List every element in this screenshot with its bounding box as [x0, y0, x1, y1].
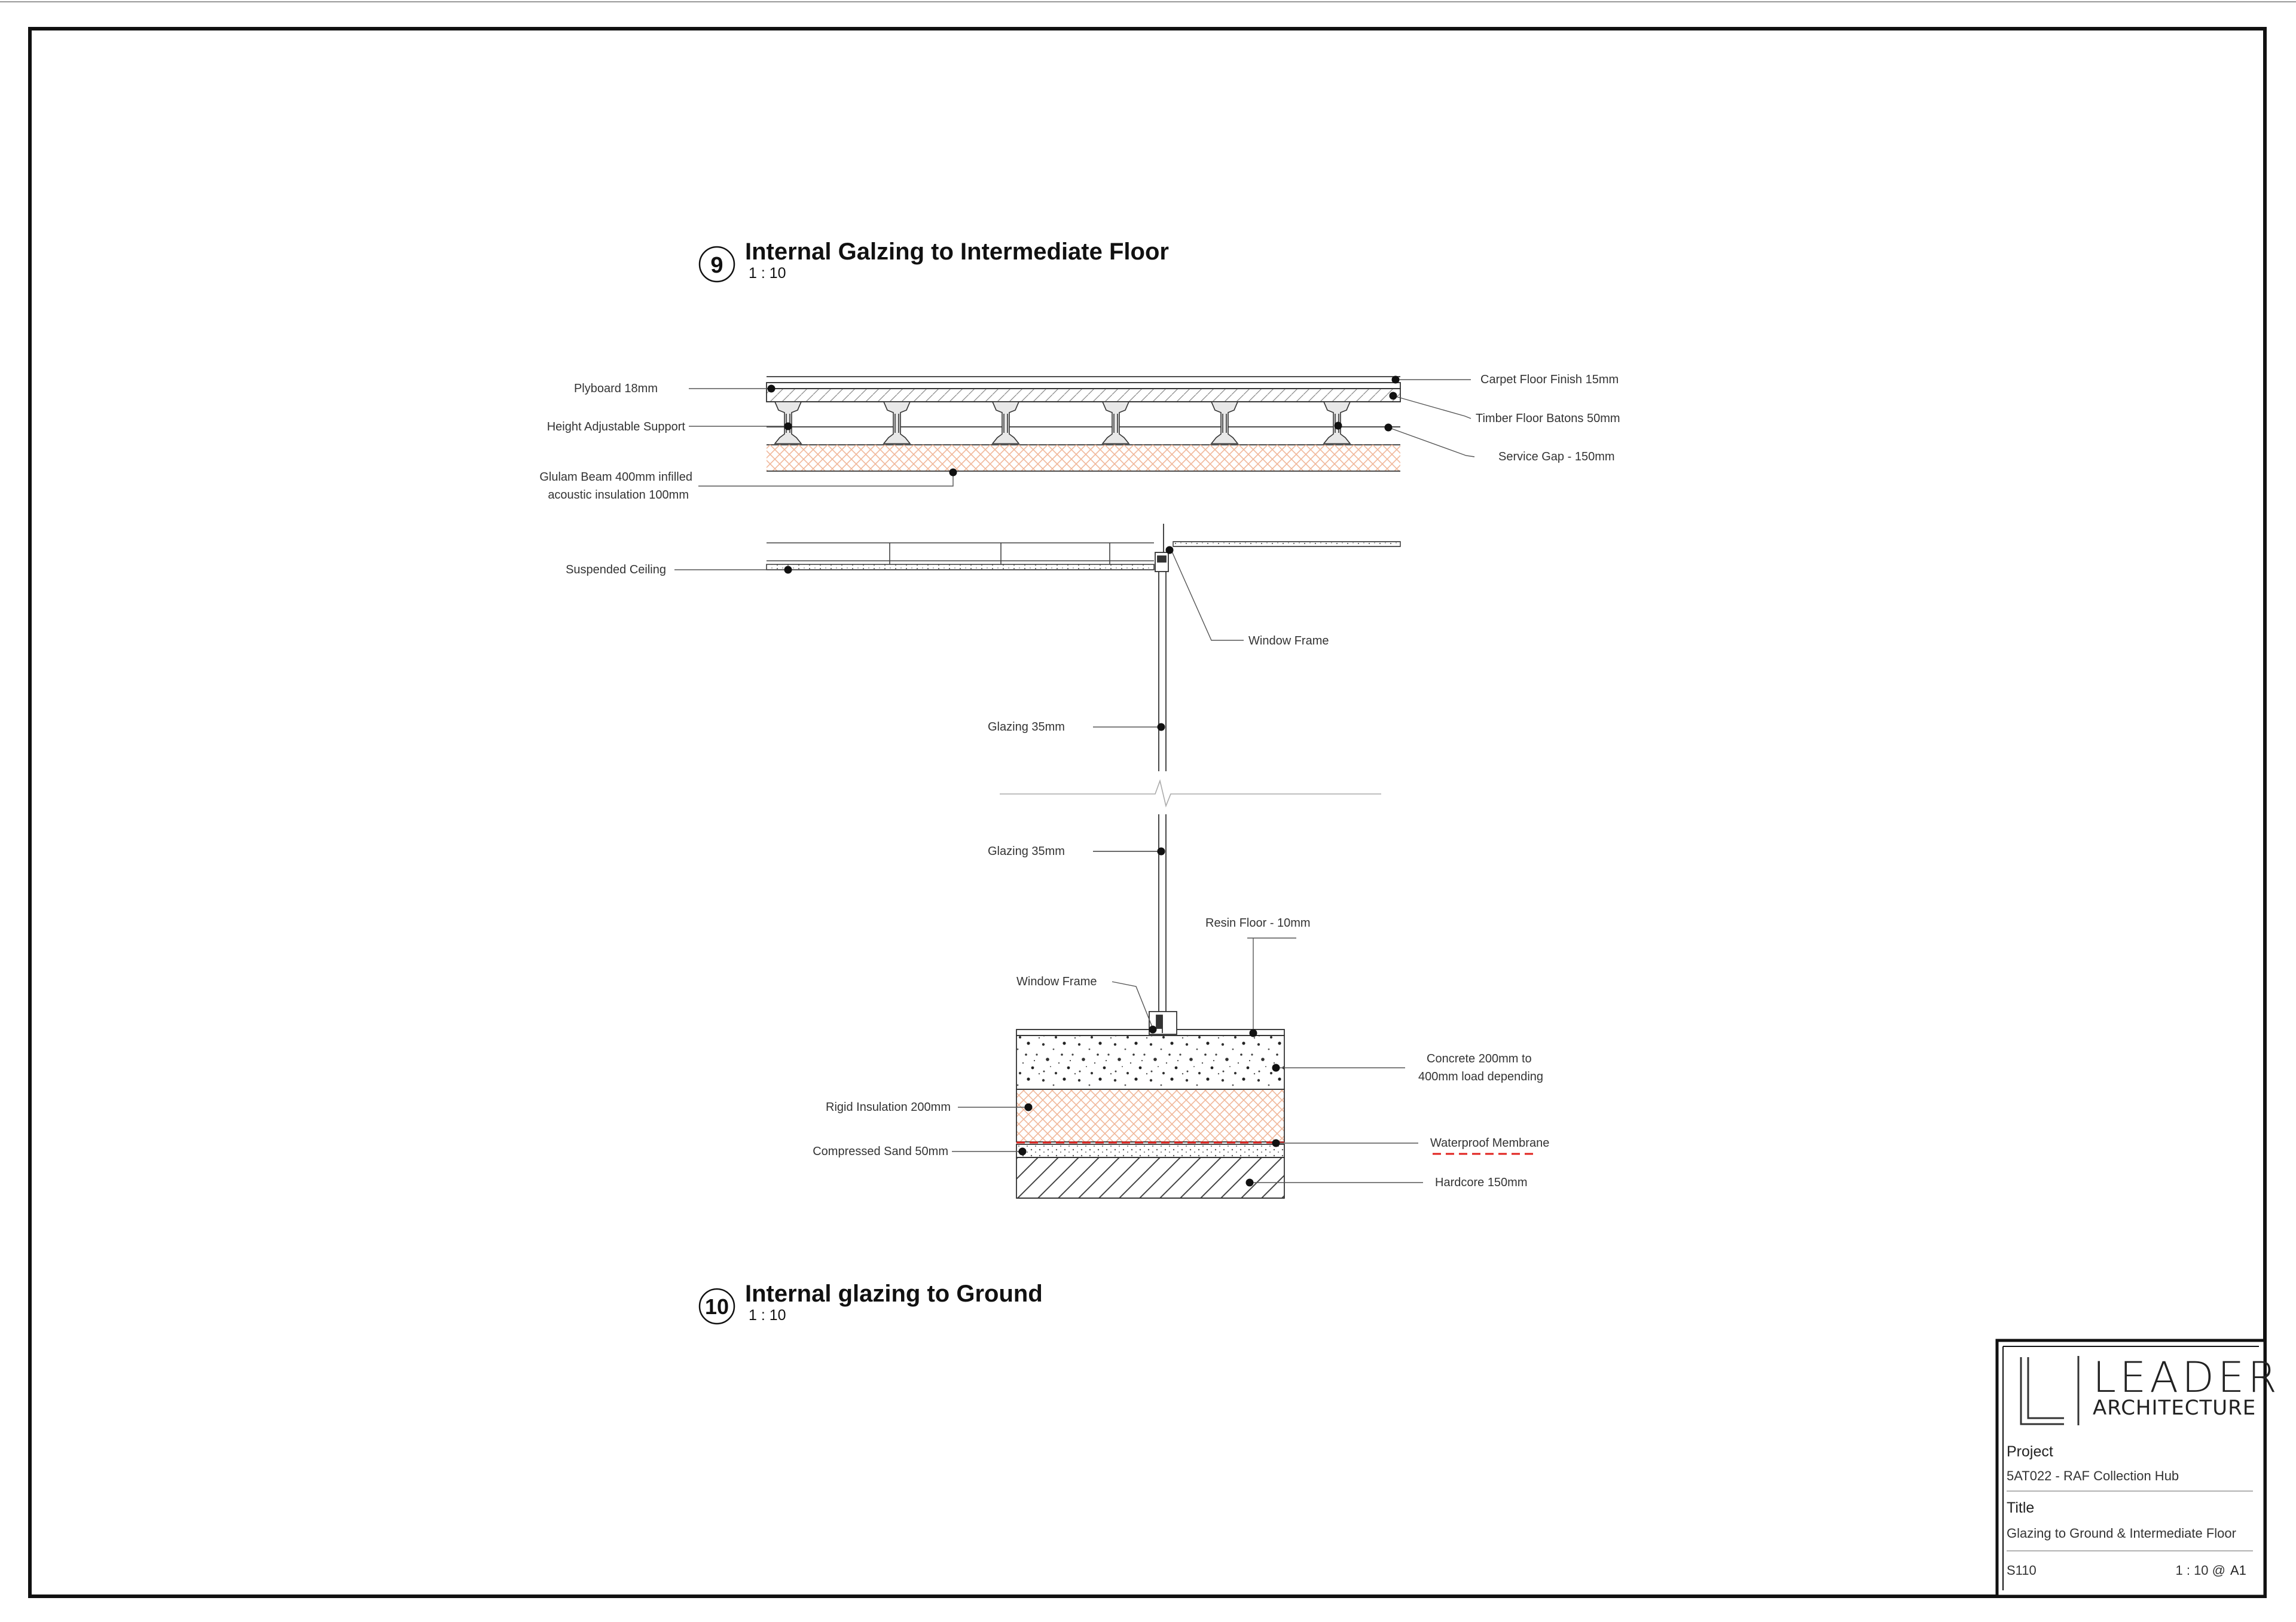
project-heading: Project: [2007, 1443, 2053, 1460]
compressed-sand: [1016, 1144, 1285, 1158]
detail-9-title: Internal Galzing to Intermediate Floor: [745, 239, 1169, 265]
detail-9-number: 9: [710, 253, 723, 278]
detail-10-labels: Glazing 35mm Resin Floor - 10mm Window F…: [813, 845, 1549, 1189]
label-concrete-2: 400mm load depending: [1418, 1070, 1543, 1083]
floor-buildup: [766, 376, 1401, 472]
label-glulam-1: Glulam Beam 400mm infilled: [539, 471, 692, 484]
detail-10-leaders: [952, 851, 1423, 1183]
detail-10-title: Internal glazing to Ground: [745, 1281, 1043, 1307]
detail-10-leader-dots: [1018, 847, 1280, 1187]
scale-value: 1 : 10 @: [2176, 1563, 2226, 1578]
suspended-ceiling: [766, 541, 1401, 570]
title-value: Glazing to Ground & Intermediate Floor: [2007, 1526, 2236, 1541]
label-membrane: Waterproof Membrane: [1430, 1137, 1549, 1150]
break-line: [1000, 779, 1381, 808]
title-heading: Title: [2007, 1499, 2034, 1516]
label-concrete-1: Concrete 200mm to: [1427, 1052, 1532, 1065]
project-value: 5AT022 - RAF Collection Hub: [2007, 1468, 2179, 1483]
paper-size: A1: [2230, 1563, 2246, 1578]
label-service-gap: Service Gap - 150mm: [1498, 450, 1615, 463]
concrete-slab: [1016, 1035, 1285, 1090]
logo-line1: LEADER: [2093, 1353, 2280, 1402]
detail-9-marker: [698, 246, 735, 283]
glulam-beam: [767, 445, 1400, 471]
height-adjustable-supports: [774, 401, 1351, 444]
label-sand: Compressed Sand 50mm: [813, 1145, 948, 1158]
label-glulam-2: acoustic insulation 100mm: [548, 488, 689, 502]
logo-line2: ARCHITECTURE: [2093, 1396, 2256, 1420]
label-glazing-lower: Glazing 35mm: [988, 845, 1065, 858]
detail-10-scale: 1 : 10: [749, 1307, 786, 1324]
label-window-frame-upper: Window Frame: [1248, 634, 1329, 647]
detail-9-labels: Plyboard 18mm Height Adjustable Support …: [539, 373, 1620, 734]
label-rigid: Rigid Insulation 200mm: [826, 1101, 951, 1114]
detail-10-number: 10: [705, 1294, 729, 1319]
detail-9: 9 Internal Galzing to Intermediate Floor…: [539, 239, 1620, 1016]
label-window-frame-lower: Window Frame: [1016, 975, 1097, 988]
label-hardcore: Hardcore 150mm: [1435, 1176, 1528, 1189]
label-resin: Resin Floor - 10mm: [1205, 917, 1311, 930]
sheet-number: S110: [2007, 1563, 2037, 1578]
carpet-finish: [766, 382, 1401, 389]
drawing-border: [28, 27, 2267, 1598]
label-suspended-ceiling: Suspended Ceiling: [566, 563, 666, 576]
detail-10: Glazing 35mm Resin Floor - 10mm Window F…: [698, 845, 1549, 1325]
detail-9-scale: 1 : 10: [749, 265, 786, 282]
label-plyboard: Plyboard 18mm: [574, 382, 658, 395]
label-carpet: Carpet Floor Finish 15mm: [1480, 373, 1619, 386]
logo-mark-icon: [2020, 1356, 2080, 1425]
hardcore: [1016, 1157, 1285, 1199]
title-block-frame: [1995, 1339, 2267, 1598]
label-batons: Timber Floor Batons 50mm: [1476, 412, 1620, 425]
upper-window-frame: [1155, 524, 1169, 572]
detail-10-marker: [698, 1288, 735, 1325]
label-height-support: Height Adjustable Support: [547, 420, 686, 433]
rigid-insulation: [1016, 1089, 1285, 1143]
lower-window-frame: [1149, 1011, 1177, 1035]
ground-buildup: [1016, 1029, 1285, 1199]
label-glazing-upper: Glazing 35mm: [988, 720, 1065, 734]
detail-9-leader-dots: [767, 375, 1400, 856]
title-block: LEADER ARCHITECTURE Project 5AT022 - RAF…: [1995, 1339, 2280, 1598]
plyboard: [766, 388, 1401, 402]
glazing-panel: [1158, 572, 1167, 1016]
